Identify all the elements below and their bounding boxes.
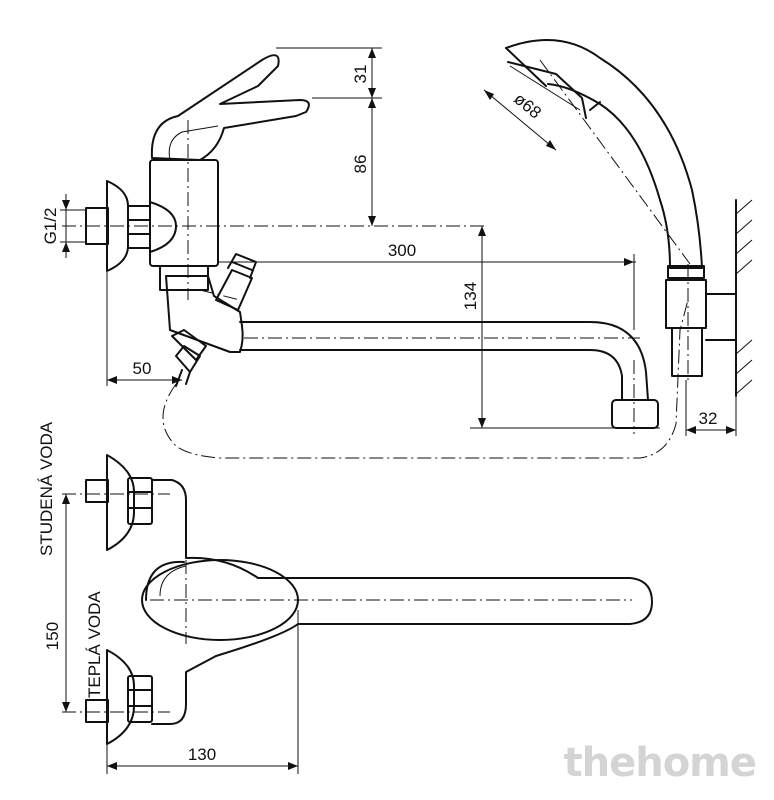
dim-150: 150	[43, 622, 62, 650]
watermark-logo: thehome	[563, 740, 757, 786]
dim-50: 50	[133, 359, 152, 378]
dim-300: 300	[388, 241, 416, 260]
dim-thread: G1/2	[41, 208, 60, 245]
side-elevation: 31 86 300 134 G1/2 50	[41, 39, 753, 459]
dim-shower-diameter: ø68	[510, 89, 545, 122]
mixer-body-front	[151, 479, 653, 725]
dim-130: 130	[188, 745, 216, 764]
dim-31: 31	[351, 65, 370, 84]
dim-32: 32	[699, 409, 718, 428]
diverter-knob	[215, 269, 253, 311]
mixer-body	[149, 159, 219, 267]
dim-134: 134	[461, 282, 480, 310]
bottom-outlet	[171, 329, 207, 361]
hot-inlet-flange	[106, 649, 135, 745]
wall-bracket	[665, 279, 707, 329]
dim-86: 86	[351, 155, 370, 174]
aerator	[611, 399, 659, 429]
cold-inlet-flange	[106, 454, 135, 551]
spout	[239, 321, 649, 401]
lever-handle	[150, 54, 310, 161]
union-nut	[127, 205, 151, 249]
wall-hatching	[735, 199, 753, 395]
front-elevation: 150 STUDENÁ VODA TEPLÁ VODA 130	[37, 421, 653, 774]
label-cold-water: STUDENÁ VODA	[37, 421, 56, 556]
label-hot-water: TEPLÁ VODA	[85, 591, 104, 698]
hand-shower: ø68	[483, 39, 737, 380]
